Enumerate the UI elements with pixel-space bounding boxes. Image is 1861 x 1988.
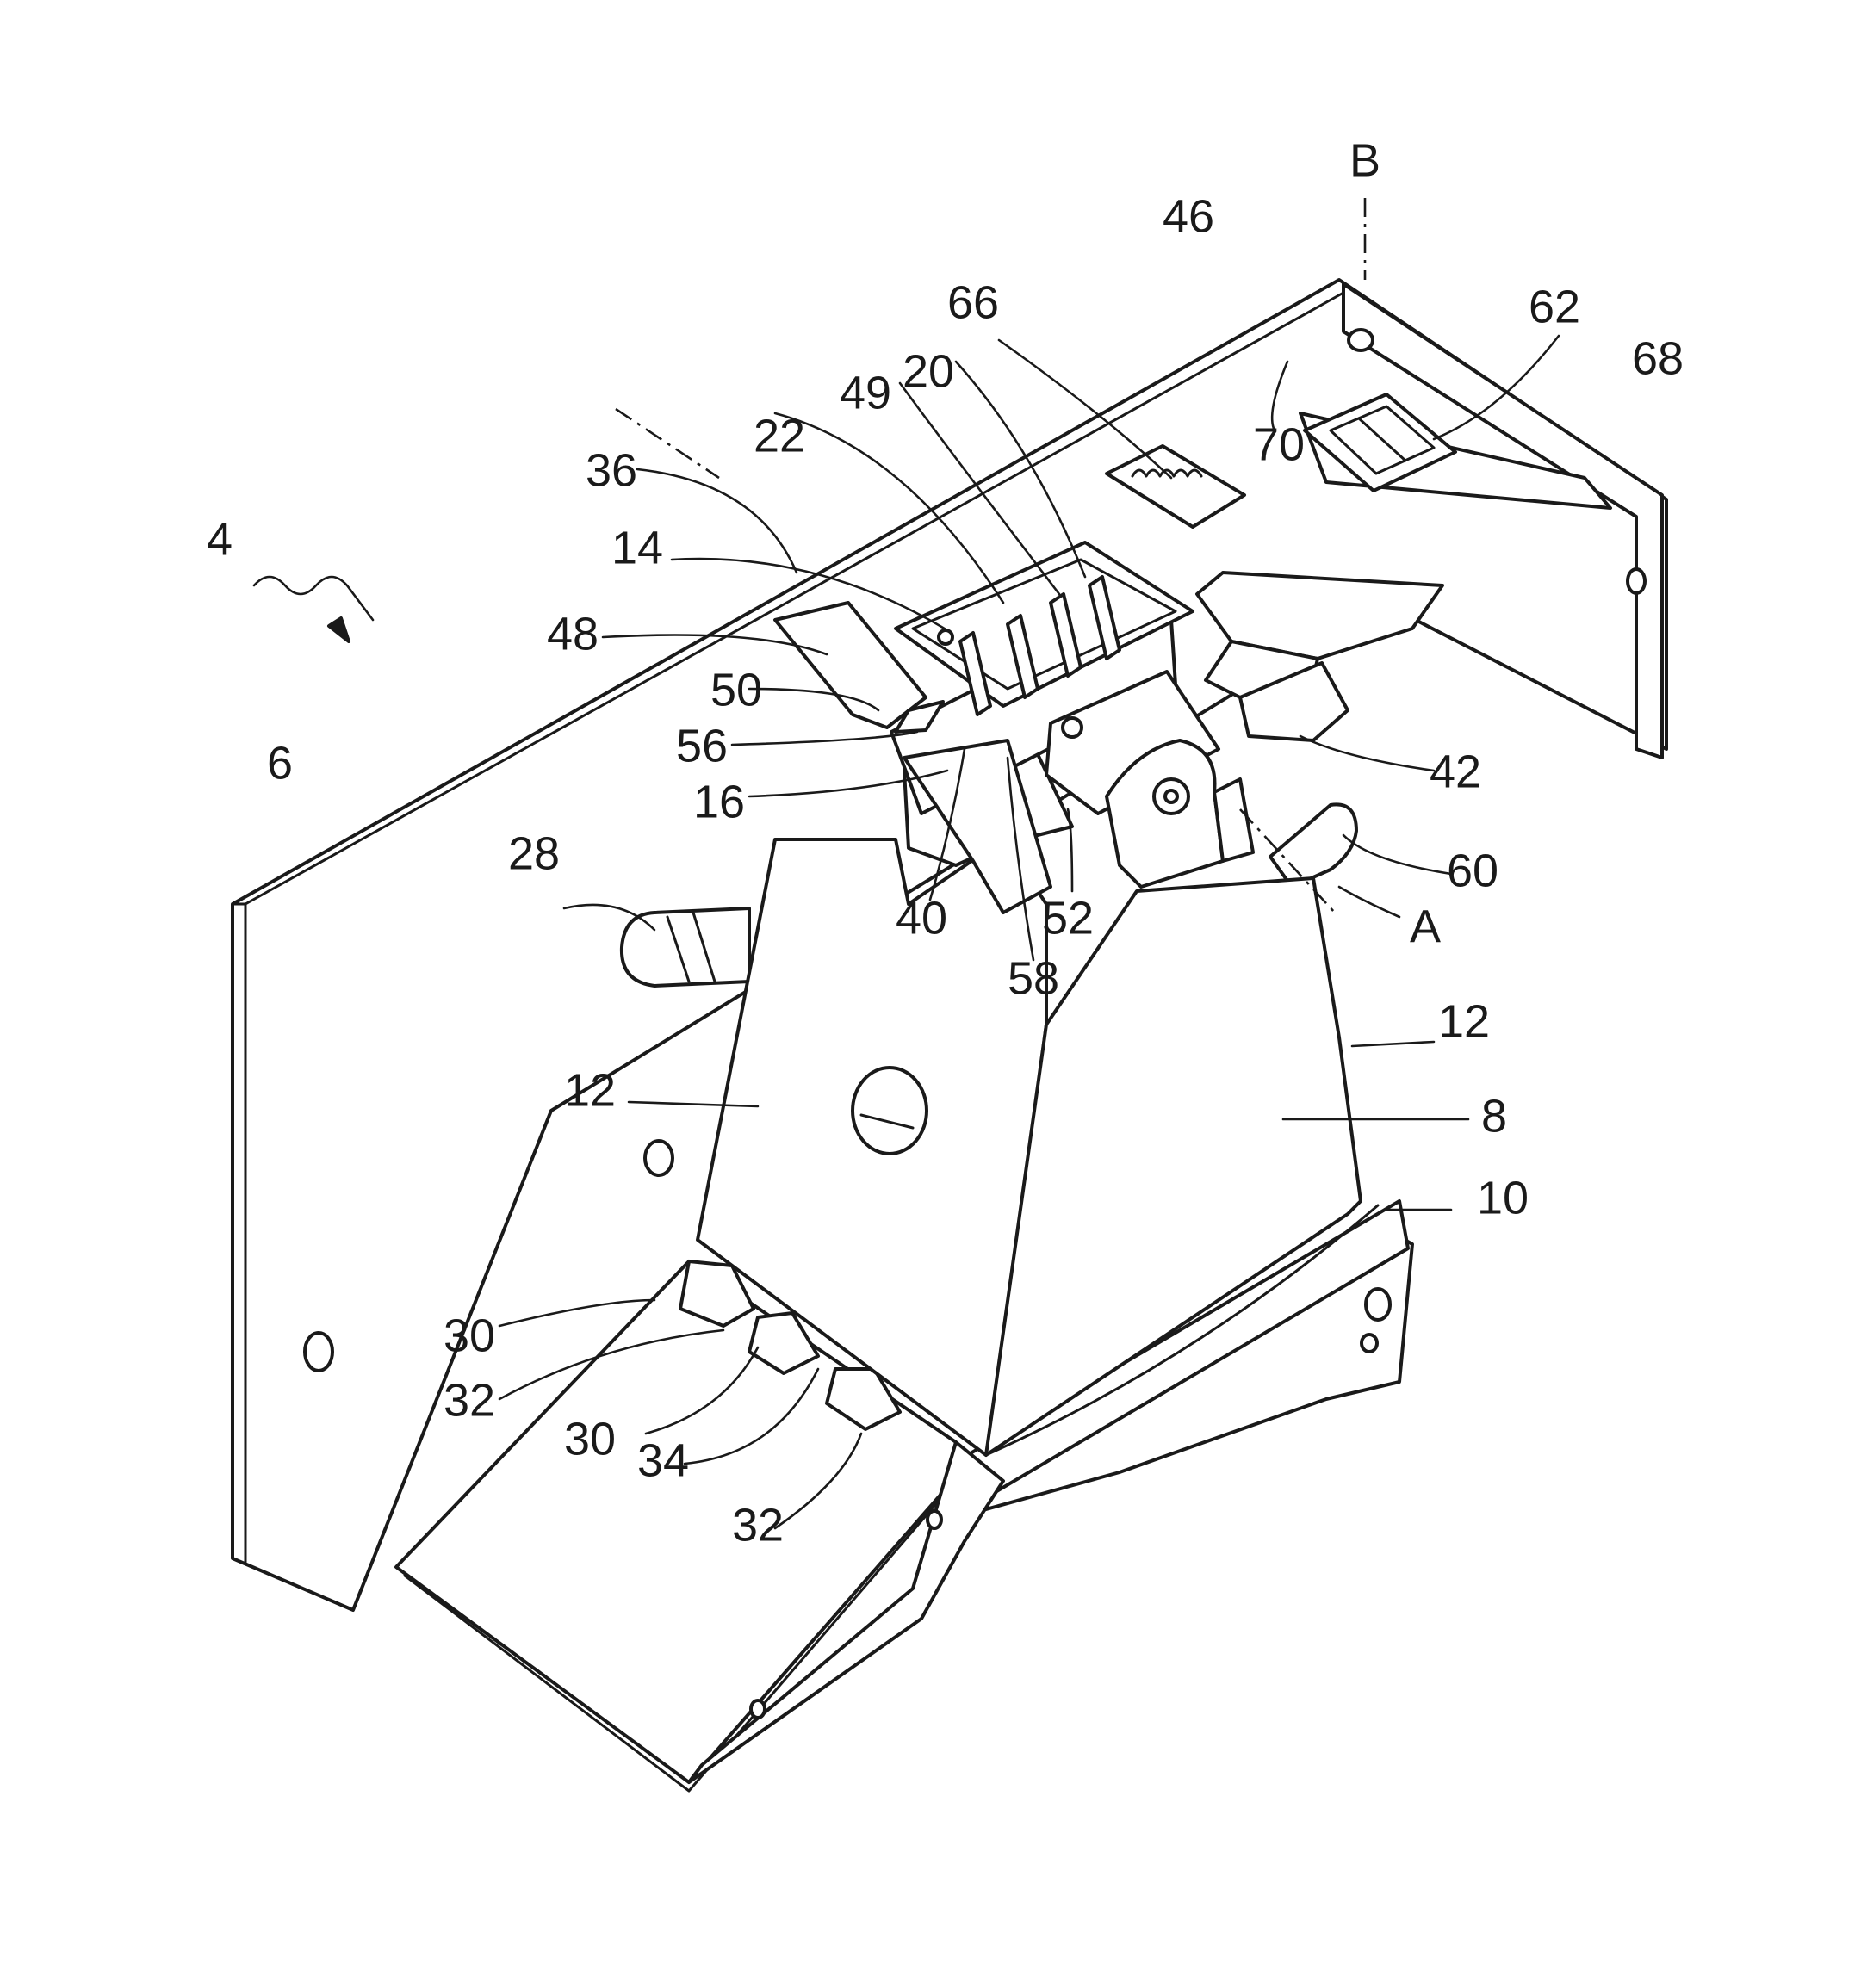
ref-axis-b: B (1349, 134, 1380, 186)
ref-30-a: 30 (444, 1310, 495, 1361)
ref-20: 20 (903, 345, 954, 397)
ref-46: 46 (1163, 190, 1214, 242)
cover-70 (1197, 573, 1442, 740)
mounting-hole (305, 1333, 332, 1371)
ref-30-b: 30 (564, 1413, 616, 1465)
ref-49: 49 (840, 367, 891, 418)
mounting-hole (1362, 1335, 1377, 1352)
ref-42: 42 (1430, 746, 1481, 797)
mounting-hole (751, 1700, 765, 1718)
housing-hole (853, 1068, 927, 1154)
mounting-hole (645, 1141, 673, 1175)
mounting-hole (1349, 330, 1373, 350)
ref-66: 66 (947, 276, 999, 328)
ref-8: 8 (1481, 1090, 1507, 1142)
ref-50: 50 (710, 664, 762, 715)
ref-60: 60 (1447, 845, 1498, 896)
ref-6: 6 (267, 737, 293, 789)
ref-58: 58 (1008, 952, 1059, 1004)
ref-32-a: 32 (444, 1374, 495, 1426)
ref-70: 70 (1253, 418, 1305, 470)
mounting-hole (927, 1511, 941, 1528)
ref-34: 34 (637, 1434, 689, 1486)
ref-14: 14 (611, 522, 663, 573)
ref-axis-a: A (1410, 901, 1441, 952)
ref-32-b: 32 (732, 1499, 784, 1551)
mounting-hole (1628, 569, 1645, 593)
ref-22: 22 (754, 410, 805, 461)
ref-52: 52 (1042, 892, 1094, 944)
ref-28: 28 (508, 827, 560, 879)
pin-60 (1270, 804, 1356, 887)
ref-56: 56 (676, 720, 728, 771)
ref-36: 36 (586, 444, 637, 496)
ref-48: 48 (547, 608, 599, 660)
ref-62: 62 (1529, 281, 1580, 332)
ref-16: 16 (693, 776, 745, 827)
ref-12-right: 12 (1438, 995, 1490, 1047)
mounting-hole (1366, 1289, 1390, 1320)
ref-68: 68 (1632, 332, 1684, 384)
ref-4: 4 (207, 513, 233, 565)
ref-10: 10 (1477, 1172, 1529, 1223)
ref-40: 40 (896, 892, 947, 944)
ref-12-left: 12 (564, 1064, 616, 1116)
